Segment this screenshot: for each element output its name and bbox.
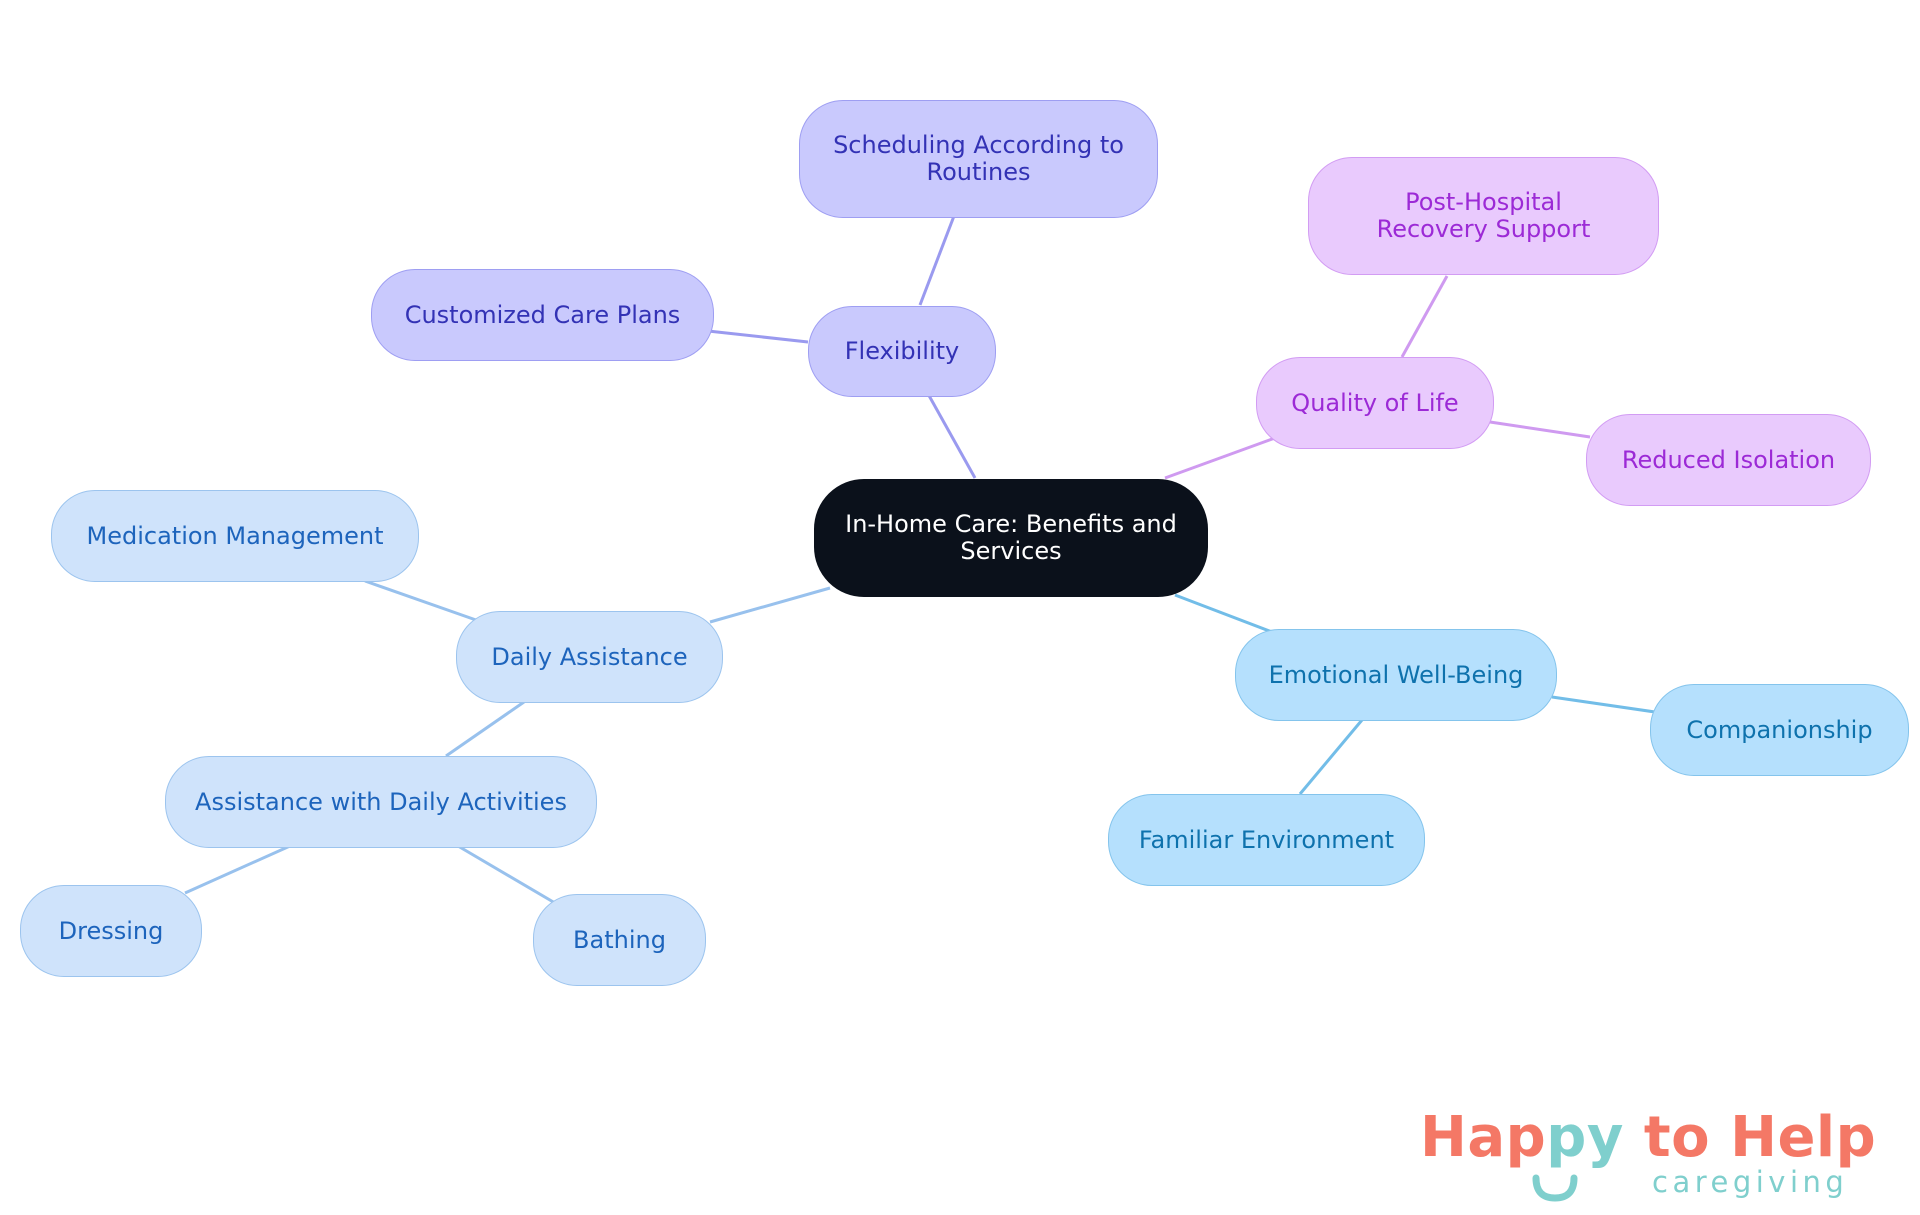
edge-root-quality bbox=[1164, 436, 1276, 480]
node-familiar-environment-label: Familiar Environment bbox=[1138, 825, 1395, 854]
node-assistance-daily-activities-label: Assistance with Daily Activities bbox=[195, 787, 567, 816]
edge-emotional-companionship bbox=[1551, 695, 1656, 714]
edge-emotional-familiar bbox=[1298, 719, 1364, 795]
node-medication-management: Medication Management bbox=[51, 490, 419, 582]
node-customized-care-plans: Customized Care Plans bbox=[371, 269, 714, 361]
node-quality-of-life-label: Quality of Life bbox=[1291, 388, 1459, 417]
node-companionship: Companionship bbox=[1650, 684, 1909, 776]
edge-flexibility-customized bbox=[707, 329, 809, 344]
logo-title-part2: py bbox=[1546, 1105, 1624, 1170]
node-reduced-isolation: Reduced Isolation bbox=[1586, 414, 1871, 506]
node-familiar-environment: Familiar Environment bbox=[1108, 794, 1425, 886]
node-post-hospital-label: Post-Hospital Recovery Support bbox=[1376, 188, 1591, 243]
edge-root-daily bbox=[709, 586, 831, 624]
node-emotional-well-being: Emotional Well-Being bbox=[1235, 629, 1557, 721]
edge-daily-medication bbox=[364, 579, 477, 622]
node-bathing-label: Bathing bbox=[573, 925, 666, 954]
edge-flexibility-scheduling bbox=[918, 215, 956, 306]
smile-icon bbox=[1532, 1174, 1578, 1202]
node-scheduling: Scheduling According to Routines bbox=[799, 100, 1158, 218]
edge-quality-isolation bbox=[1489, 420, 1591, 439]
edge-quality-posthospital bbox=[1400, 275, 1449, 358]
logo-title: Happy to Help bbox=[1420, 1106, 1876, 1170]
node-quality-of-life: Quality of Life bbox=[1256, 357, 1494, 449]
root-node: In-Home Care: Benefits and Services bbox=[814, 479, 1208, 597]
node-dressing: Dressing bbox=[20, 885, 202, 977]
edge-root-flexibility bbox=[925, 391, 977, 479]
node-companionship-label: Companionship bbox=[1686, 715, 1873, 744]
node-emotional-well-being-label: Emotional Well-Being bbox=[1268, 660, 1524, 689]
edge-activities-dressing bbox=[184, 844, 291, 895]
logo-subtitle: caregiving bbox=[1652, 1165, 1849, 1199]
edge-daily-activities bbox=[445, 700, 525, 758]
node-assistance-daily-activities: Assistance with Daily Activities bbox=[165, 756, 597, 848]
node-customized-care-plans-label: Customized Care Plans bbox=[404, 300, 681, 329]
node-flexibility-label: Flexibility bbox=[844, 337, 960, 365]
node-flexibility: Flexibility bbox=[808, 306, 996, 397]
node-post-hospital: Post-Hospital Recovery Support bbox=[1308, 157, 1659, 275]
node-medication-management-label: Medication Management bbox=[86, 521, 384, 550]
happy-to-help-logo: Happy to Help caregiving bbox=[1420, 1106, 1890, 1202]
logo-title-part3: to Help bbox=[1623, 1105, 1877, 1170]
node-scheduling-label: Scheduling According to Routines bbox=[833, 131, 1124, 186]
node-dressing-label: Dressing bbox=[58, 916, 164, 945]
edge-root-emotional bbox=[1174, 593, 1273, 634]
node-daily-assistance: Daily Assistance bbox=[456, 611, 723, 703]
root-node-label: In-Home Care: Benefits and Services bbox=[845, 510, 1177, 565]
edge-activities-bathing bbox=[457, 844, 556, 905]
node-daily-assistance-label: Daily Assistance bbox=[491, 642, 688, 671]
node-reduced-isolation-label: Reduced Isolation bbox=[1621, 445, 1836, 474]
logo-title-part1: Hap bbox=[1420, 1105, 1547, 1170]
node-bathing: Bathing bbox=[533, 894, 706, 986]
